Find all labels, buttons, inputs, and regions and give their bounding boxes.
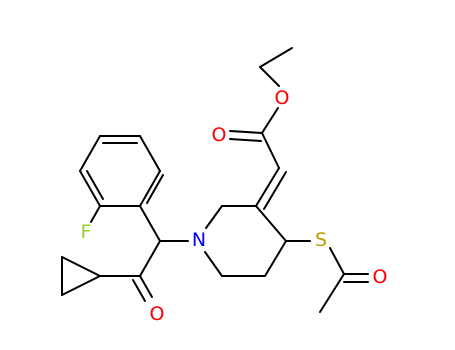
bond-ch3-ch2 bbox=[259, 47, 293, 68]
bond-ring-1 bbox=[139, 170, 161, 207]
bond-alkene-2 bbox=[263, 171, 287, 210]
bond-s-acyl-c bbox=[329, 247, 345, 275]
exocyclic-alkene bbox=[255, 167, 287, 210]
bond-cyclopropyl-1 bbox=[61, 256, 101, 277]
bond-ring-5 bbox=[79, 170, 101, 207]
bond-cyclopropyl-3 bbox=[61, 275, 101, 296]
cyclopropyl-ring bbox=[61, 256, 101, 296]
ketone-group bbox=[99, 275, 153, 302]
ethyl-group bbox=[259, 47, 293, 87]
bond-ring-4 bbox=[79, 135, 101, 172]
bond-ketone-double-1 bbox=[139, 275, 153, 298]
bond-carbonyl-double-1 bbox=[229, 130, 263, 134]
bond-ring-fluorine bbox=[90, 205, 101, 223]
bond-c5-c4 bbox=[264, 240, 287, 277]
bond-o-ester-carbonyl-c bbox=[261, 107, 279, 134]
oxygen-ketone-label: O bbox=[150, 303, 165, 325]
bond-c4-c3 bbox=[255, 205, 287, 242]
bond-ch2-o-ester bbox=[259, 66, 280, 87]
benzylic-linkage bbox=[139, 205, 189, 277]
bond-carbonyl-double-2 bbox=[229, 138, 262, 142]
bond-alkene-1 bbox=[255, 167, 280, 207]
bond-ch-ketone-c bbox=[139, 240, 161, 277]
bond-ketone-double-2 bbox=[132, 279, 146, 302]
bond-ch-aryl bbox=[139, 205, 161, 242]
ester-group bbox=[229, 107, 280, 169]
fluorophenyl-ring bbox=[79, 135, 164, 223]
bond-carbonyl-c-vinyl-ch bbox=[261, 132, 280, 169]
bond-ring-2 bbox=[139, 135, 161, 172]
bond-acyl-methyl bbox=[319, 273, 345, 313]
oxygen-carbonyl-label: O bbox=[212, 124, 227, 146]
bond-n-c6 bbox=[204, 251, 223, 277]
oxygen-thioester-label: O bbox=[373, 266, 388, 288]
bond-ring-1-inner bbox=[146, 174, 164, 204]
sulfur-label: S bbox=[315, 229, 327, 251]
thioacetyl-group bbox=[285, 240, 369, 313]
piperidine-ring bbox=[204, 205, 287, 277]
fluorine-label: F bbox=[81, 221, 92, 243]
bond-ring-5-inner bbox=[86, 170, 104, 200]
nitrogen-label: N bbox=[192, 229, 206, 251]
bond-c2-n bbox=[205, 205, 223, 229]
oxygen-ester-label: O bbox=[275, 87, 290, 109]
